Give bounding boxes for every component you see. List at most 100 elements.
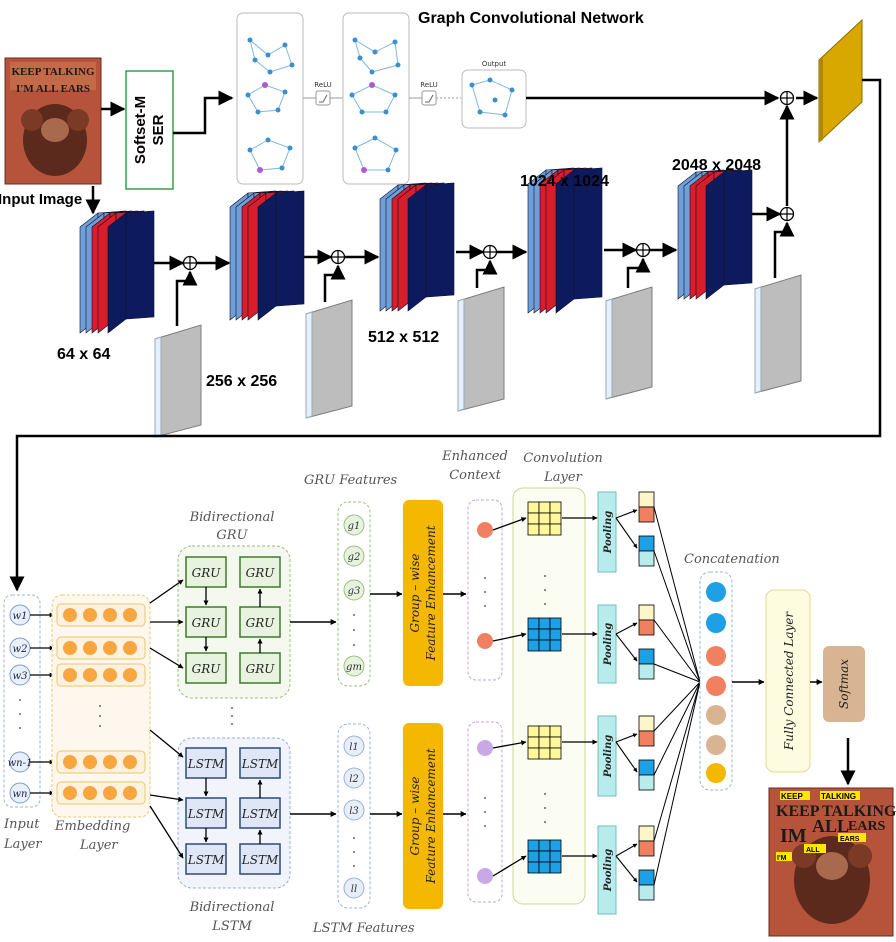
embedding-cell	[63, 608, 77, 622]
conv-grids	[492, 501, 598, 877]
embedding-arrow-5	[149, 794, 184, 802]
pooled-cell	[638, 491, 655, 508]
embedding-row-box	[56, 603, 146, 627]
conv-cell	[527, 512, 540, 525]
cell-box	[239, 606, 281, 638]
conv-cell	[538, 512, 551, 525]
pooling-label: Pooling	[603, 623, 614, 666]
fc-label: Fully Connected Layer	[782, 611, 796, 751]
ellipsis-dot	[99, 715, 101, 717]
gru-feature-node-circle	[343, 655, 365, 677]
conv-cell	[549, 523, 562, 536]
size-label-512: 512 x 512	[368, 329, 439, 346]
conv-cell	[549, 839, 562, 852]
gcn-output-panel: Output	[461, 60, 527, 129]
concat-nodes	[706, 582, 726, 783]
cell-label: GRU	[246, 616, 276, 630]
conv-cell	[538, 839, 551, 852]
plus-node-3	[482, 244, 498, 260]
gru-feature-node-3: g3	[343, 579, 365, 601]
cell-label: LSTM	[241, 853, 279, 867]
plus-icon	[781, 208, 793, 220]
embedding-cell	[123, 668, 137, 682]
embedding-row-2	[56, 636, 146, 660]
conv-layer-label-2: Layer	[543, 470, 582, 485]
pool-arrow	[615, 733, 638, 743]
pooled-cell	[638, 730, 655, 747]
out-poster-keep-small: KEEP	[781, 792, 803, 801]
pooling-label: Pooling	[603, 511, 614, 554]
lstm-cell-3-1: LSTM	[185, 843, 227, 875]
conv-face	[723, 169, 753, 286]
embedding-row-3	[56, 663, 146, 687]
lstm-cell-1-1: LSTM	[185, 747, 227, 779]
embedding-cell	[83, 786, 97, 800]
ellipsis-dot	[99, 705, 101, 707]
lstm-features-box	[337, 723, 371, 909]
lstm-feature-node-label: ll	[351, 884, 357, 895]
pooled-cell	[638, 619, 655, 636]
lstm-feature-node-circle	[343, 767, 365, 789]
lstm-feature-node-circle	[343, 735, 365, 757]
gru-feature-node-circle	[343, 514, 365, 536]
out-poster-talking-small: TALKING	[821, 792, 856, 801]
out-poster-im-small: I'M	[777, 855, 787, 862]
context-to-conv-arrow-1	[492, 517, 527, 531]
softmax-label: Softmax	[837, 659, 851, 709]
pooled-cell	[638, 550, 655, 567]
pool-arrow	[615, 633, 638, 662]
embedding-cell	[63, 641, 77, 655]
pooling-block-3: Pooling	[597, 681, 701, 797]
embedding-cell	[63, 786, 77, 800]
out-poster-talking: TALKING	[822, 803, 896, 820]
lstm-cell-2-1: LSTM	[185, 797, 227, 829]
plus-node-5	[779, 206, 795, 222]
embedding-cell	[63, 668, 77, 682]
enhanced-context-label-1: Enhanced	[441, 449, 508, 464]
conv-slice	[407, 184, 427, 312]
plus-icon	[184, 257, 196, 269]
lstm-feature-node-label: l3	[349, 806, 359, 817]
plus-icon	[332, 251, 344, 263]
conv-cell	[549, 512, 562, 525]
plus-node-1	[182, 255, 198, 271]
gru-feature-node-circle	[343, 545, 365, 567]
gru-cell-2-1: GRU	[185, 606, 227, 638]
arrow-top-to-bottom	[9, 78, 882, 592]
embedding-cell	[123, 755, 137, 769]
conv-cell	[527, 501, 540, 514]
plane-edge	[457, 298, 465, 412]
ellipsis-dot	[19, 699, 21, 701]
gru-feature-node-circle	[343, 579, 365, 601]
bigru-label-2: GRU	[216, 528, 248, 543]
pooling-box	[597, 715, 617, 797]
lstm-feature-node-1: l1	[343, 735, 365, 757]
cell-label: GRU	[246, 566, 276, 580]
embedding-cell	[83, 608, 97, 622]
plane-edge	[154, 336, 162, 438]
context-node-1	[477, 522, 493, 538]
cell-label: LSTM	[187, 853, 225, 867]
pooling-label: Pooling	[603, 849, 614, 892]
cell-label: LSTM	[241, 807, 279, 821]
embedding-cell	[103, 786, 117, 800]
conv-cell	[527, 736, 540, 749]
conv-face	[125, 210, 155, 320]
pooled-cell	[638, 774, 655, 791]
conv-cell	[549, 850, 562, 863]
embedding-row-box	[56, 781, 146, 805]
pooled-cell	[638, 715, 655, 732]
cell-box	[239, 843, 281, 875]
concat-node-2	[706, 613, 726, 633]
conv-cell	[538, 736, 551, 749]
arrow-softset-to-gcn	[173, 90, 234, 135]
softmax-layer: Softmax	[823, 646, 865, 722]
pooling-box	[597, 604, 617, 684]
feature-plane-4	[605, 286, 653, 400]
gcn-output-label: Output	[482, 60, 507, 68]
out-poster-all: ALL	[812, 816, 849, 836]
gru-cell-1-1: GRU	[185, 556, 227, 588]
conv-cell	[527, 639, 540, 652]
pooled-cell	[638, 506, 655, 523]
